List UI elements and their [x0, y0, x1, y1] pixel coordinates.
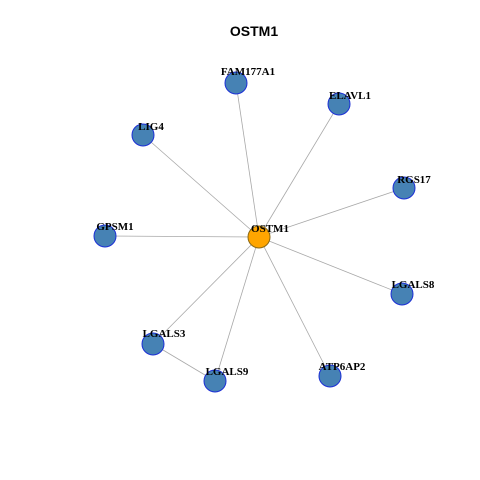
- node-label-fam177a1: FAM177A1: [221, 66, 275, 78]
- node-label-lgals8: LGALS8: [392, 279, 435, 291]
- node-label-elavl1: ELAVL1: [329, 90, 371, 102]
- node-elavl1: [327, 92, 351, 116]
- node-lgals8: [390, 282, 414, 306]
- graph-title: OSTM1: [230, 23, 278, 39]
- node-atp6ap2: [318, 364, 342, 388]
- node-lgals9: [203, 369, 227, 393]
- node-ostm1: [247, 225, 271, 249]
- edge-lgals3-lgals9: [152, 343, 216, 382]
- node-label-lgals3: LGALS3: [143, 328, 186, 340]
- edge-ostm1-lgals9: [214, 236, 260, 382]
- node-lig4: [131, 123, 155, 147]
- edge-ostm1-gpsm1: [104, 235, 260, 238]
- edge-ostm1-fam177a1: [235, 82, 260, 238]
- node-label-gpsm1: GPSM1: [96, 221, 133, 233]
- node-label-lig4: LIG4: [138, 121, 164, 133]
- edge-ostm1-lig4: [142, 134, 260, 238]
- edge-ostm1-rgs17: [258, 187, 405, 238]
- nodes-layer: [93, 71, 416, 393]
- node-lgals3: [141, 332, 165, 356]
- node-label-rgs17: RGS17: [397, 174, 431, 186]
- edges-layer: [104, 82, 405, 382]
- node-label-lgals9: LGALS9: [206, 366, 249, 378]
- edge-ostm1-elavl1: [258, 103, 340, 238]
- node-label-ostm1: OSTM1: [251, 223, 289, 235]
- node-rgs17: [392, 176, 416, 200]
- edge-ostm1-lgals8: [258, 236, 403, 295]
- node-fam177a1: [224, 71, 248, 95]
- labels-layer: OSTM1 FAM177A1ELAVL1LIG4RGS17GPSM1LGALS8L…: [96, 66, 435, 378]
- edge-ostm1-atp6ap2: [258, 236, 331, 377]
- node-label-atp6ap2: ATP6AP2: [319, 361, 366, 373]
- edge-ostm1-lgals3: [152, 236, 260, 345]
- node-gpsm1: [93, 224, 117, 248]
